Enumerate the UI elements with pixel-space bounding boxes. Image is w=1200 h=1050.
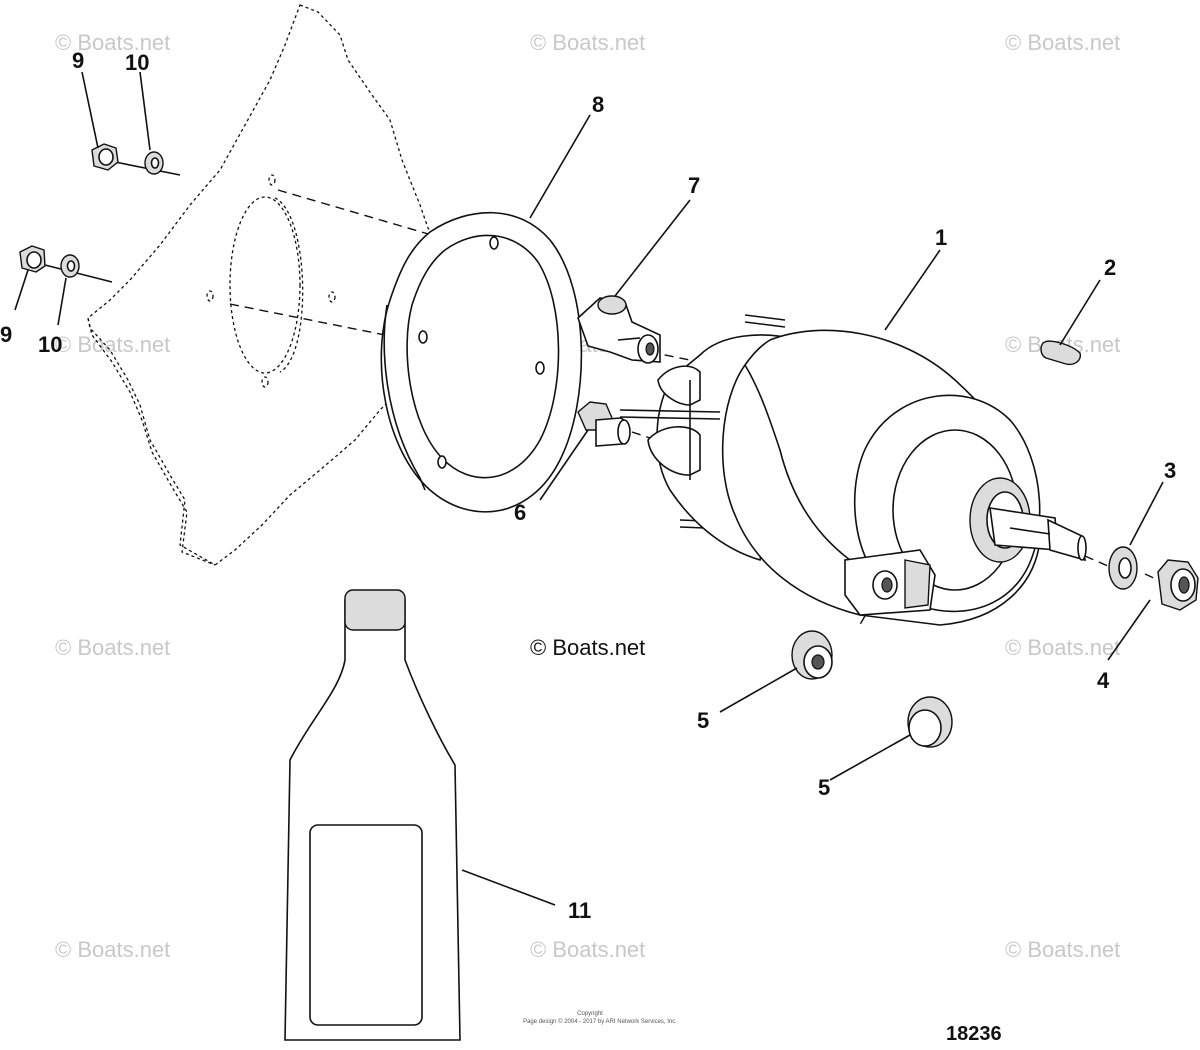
callout-1: 1	[935, 225, 947, 250]
part-6-fitting	[577, 401, 631, 447]
copyright-line-2: Page design © 2004 - 2017 by ARI Network…	[523, 1018, 677, 1025]
watermark-tr: © Boats.net	[1005, 30, 1120, 55]
panel-hole	[206, 290, 214, 302]
part-9-nut-lower	[19, 245, 46, 273]
watermark-center: © Boats.net	[530, 635, 645, 660]
gasket-hole	[489, 236, 499, 250]
part-9-nut-upper	[91, 143, 119, 171]
diagram-number: 18236	[946, 1023, 1002, 1045]
copyright-line-1: Copyright	[577, 1011, 603, 1017]
callout-9b: 9	[0, 322, 12, 347]
part-2-key	[1040, 340, 1082, 366]
panel-hole	[261, 376, 269, 388]
part-5-plug-lower	[907, 696, 953, 748]
part-7-elbow-fitting	[577, 295, 661, 364]
callout-10b: 10	[38, 332, 62, 357]
panel-hole	[328, 291, 336, 303]
callout-7: 7	[688, 173, 700, 198]
part-8-gasket	[380, 211, 583, 513]
callouts: 1 2 3 4 5 5 6 7 8 9 10 9 10 11	[0, 48, 1176, 923]
callout-5a: 5	[697, 708, 709, 733]
callout-10a: 10	[125, 50, 149, 75]
watermark-tc: © Boats.net	[530, 30, 645, 55]
part-11-oil-bottle	[284, 589, 461, 1041]
watermark-tl: © Boats.net	[55, 30, 170, 55]
gasket-hole	[535, 361, 545, 375]
callout-6: 6	[514, 500, 526, 525]
panel-cutout	[229, 196, 301, 374]
watermark-br: © Boats.net	[1005, 937, 1120, 962]
part-4-nut	[1157, 559, 1199, 611]
callout-2: 2	[1104, 255, 1116, 280]
gasket-hole	[437, 455, 447, 469]
callout-8: 8	[592, 92, 604, 117]
callout-5b: 5	[818, 775, 830, 800]
watermark-bl: © Boats.net	[55, 937, 170, 962]
callout-9a: 9	[72, 48, 84, 73]
watermark-lr: © Boats.net	[1005, 635, 1120, 660]
part-10-washer-lower	[60, 254, 80, 278]
part-1-pump	[619, 314, 1087, 626]
callout-4: 4	[1097, 668, 1110, 693]
panel-hole	[268, 174, 276, 186]
watermark-ll: © Boats.net	[55, 635, 170, 660]
part-10-washer-upper	[144, 151, 164, 175]
mounting-panel	[87, 4, 461, 566]
watermark-ml: © Boats.net	[55, 332, 170, 357]
watermark-bc: © Boats.net	[530, 937, 645, 962]
part-5-plug-upper	[791, 630, 833, 680]
part-3-washer	[1108, 546, 1138, 590]
callout-3: 3	[1164, 458, 1176, 483]
gasket-hole	[418, 330, 428, 344]
callout-11: 11	[568, 898, 591, 923]
